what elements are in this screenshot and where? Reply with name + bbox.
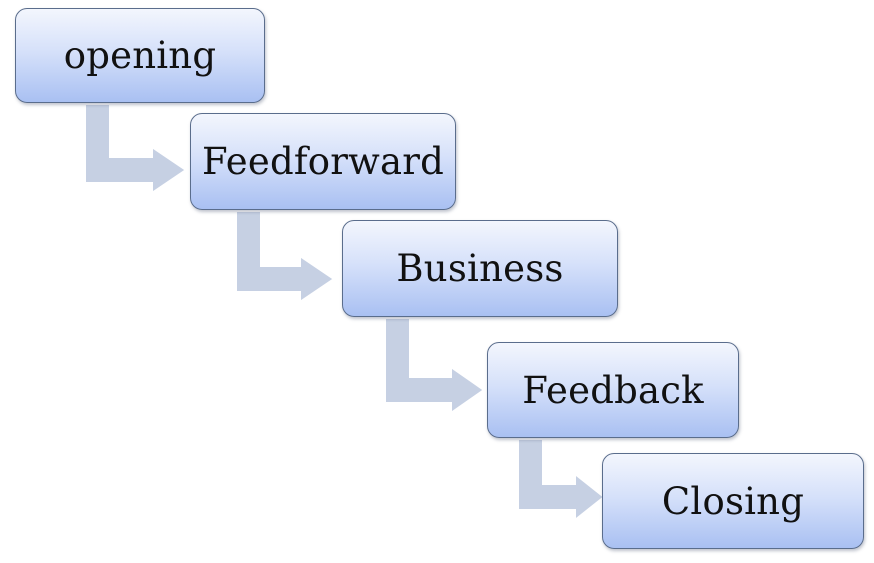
step-business-box: Business [342,220,618,317]
step-label: Closing [661,479,805,523]
step-label: opening [63,34,217,77]
bent-arrow-icon [384,317,486,415]
step-closing-box: Closing [602,453,864,549]
step-label: Business [396,247,564,290]
bent-arrow-icon [517,438,606,523]
step-label: Feedback [522,368,704,412]
bent-arrow-icon [84,103,188,195]
step-feedback-box: Feedback [487,342,739,438]
bent-arrow-icon [235,210,336,304]
step-feedforward-box: Feedforward [190,113,456,210]
step-opening-box: opening [15,8,265,103]
step-label: Feedforward [201,140,445,183]
